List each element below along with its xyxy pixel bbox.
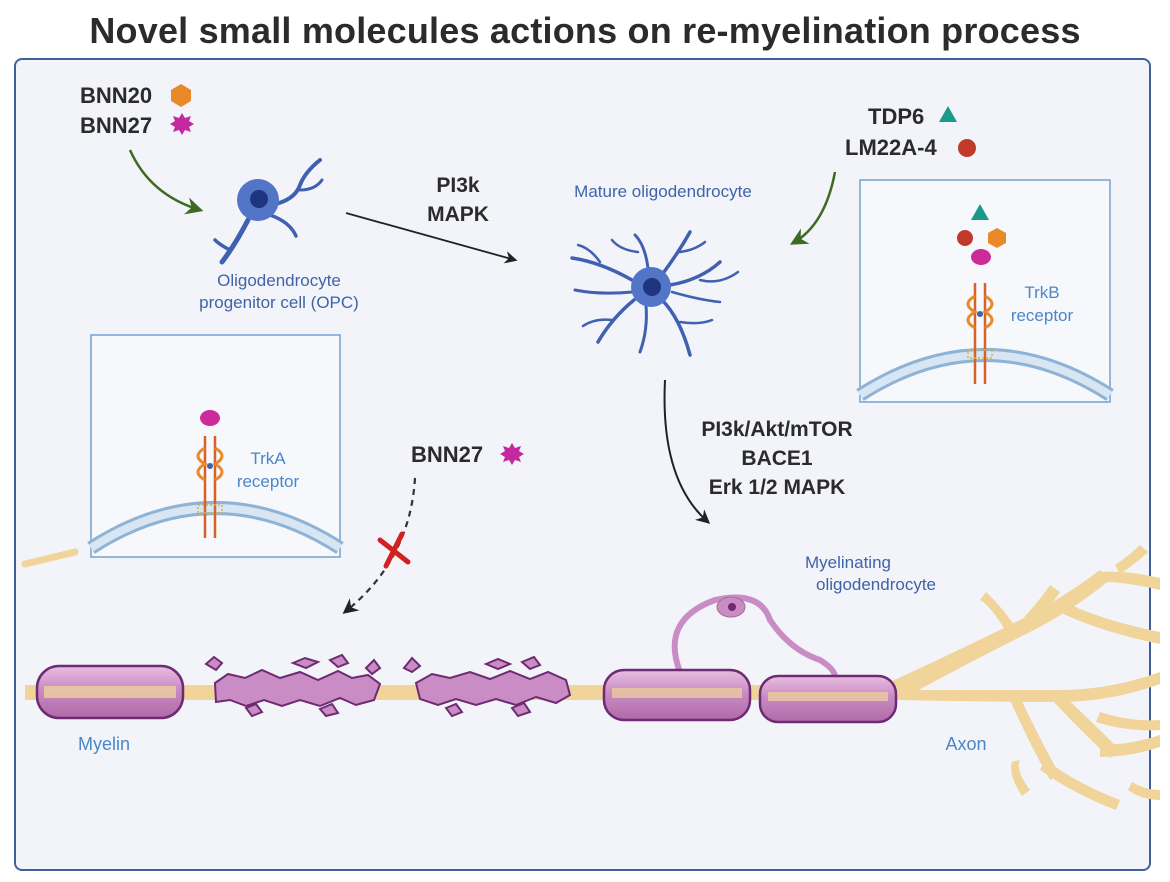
- mature-oligodendrocyte-icon: [570, 230, 740, 357]
- oval-ligand-icon: [971, 249, 991, 265]
- trkb-label: TrkB: [1024, 283, 1059, 302]
- compound-bnn27-blocked: BNN27: [411, 442, 483, 467]
- compound-bnn20: BNN20: [80, 83, 152, 108]
- green-arrow-to-opc: [128, 149, 204, 215]
- pathway-mapk: MAPK: [427, 203, 489, 226]
- starburst-icon: [170, 113, 194, 135]
- triangle-ligand-icon: [971, 204, 989, 220]
- trka-label: TrkA: [250, 449, 286, 468]
- opc-label: Oligodendrocyte: [217, 271, 341, 290]
- triangle-icon: [939, 106, 957, 122]
- figure-title: Novel small molecules actions on re-myel…: [89, 10, 1081, 51]
- mature-nucleus: [643, 278, 661, 296]
- pathway-pi3k: PI3k: [436, 174, 480, 197]
- myelin-label: Myelin: [78, 734, 130, 754]
- arrow-opc-to-mature: [345, 212, 518, 264]
- myelinating-label-2: oligodendrocyte: [816, 575, 936, 594]
- trkb-receptor-icon: [966, 283, 994, 384]
- starburst-icon-2: [500, 443, 524, 465]
- myelin-degraded-1: [204, 653, 382, 718]
- compound-tdp6: TDP6: [868, 104, 924, 129]
- pathway-erk: Erk 1/2 MAPK: [709, 476, 846, 499]
- circle-red-icon: [958, 139, 976, 157]
- myelin-segment-intact: [35, 664, 185, 720]
- block-x-icon: [377, 531, 411, 569]
- hexagon-icon: [171, 84, 191, 107]
- hexagon-ligand-icon: [988, 228, 1006, 248]
- opc-label-2: progenitor cell (OPC): [199, 293, 359, 312]
- green-arrow-to-mature: [789, 171, 837, 245]
- opc-cell-icon: [213, 158, 324, 265]
- myelin-segment-new-2: [758, 674, 898, 724]
- myelin-degraded-2: [402, 655, 572, 718]
- trkb-label-2: receptor: [1011, 306, 1074, 325]
- trkb-inset: TrkB receptor: [856, 179, 1114, 403]
- myelinating-label: Myelinating: [805, 553, 891, 572]
- arrow-mature-to-myelinating: [663, 379, 711, 524]
- circle-ligand-icon: [957, 230, 973, 246]
- trka-label-2: receptor: [237, 472, 300, 491]
- trka-receptor-icon: [196, 436, 224, 538]
- blocked-arrow: [342, 477, 417, 614]
- pathway-bace1: BACE1: [741, 447, 813, 470]
- myelin-segment-new-1: [602, 668, 752, 722]
- axon-label: Axon: [945, 734, 986, 754]
- axon: [21, 545, 1160, 810]
- ligand-oval-icon: [200, 410, 220, 426]
- pathway-pi3k-akt-mtor: PI3k/Akt/mTOR: [701, 418, 852, 441]
- mature-label: Mature oligodendrocyte: [574, 182, 752, 201]
- compound-lm22a4: LM22A-4: [845, 135, 937, 160]
- compound-bnn27: BNN27: [80, 113, 152, 138]
- trka-inset: TrkA receptor: [87, 334, 344, 558]
